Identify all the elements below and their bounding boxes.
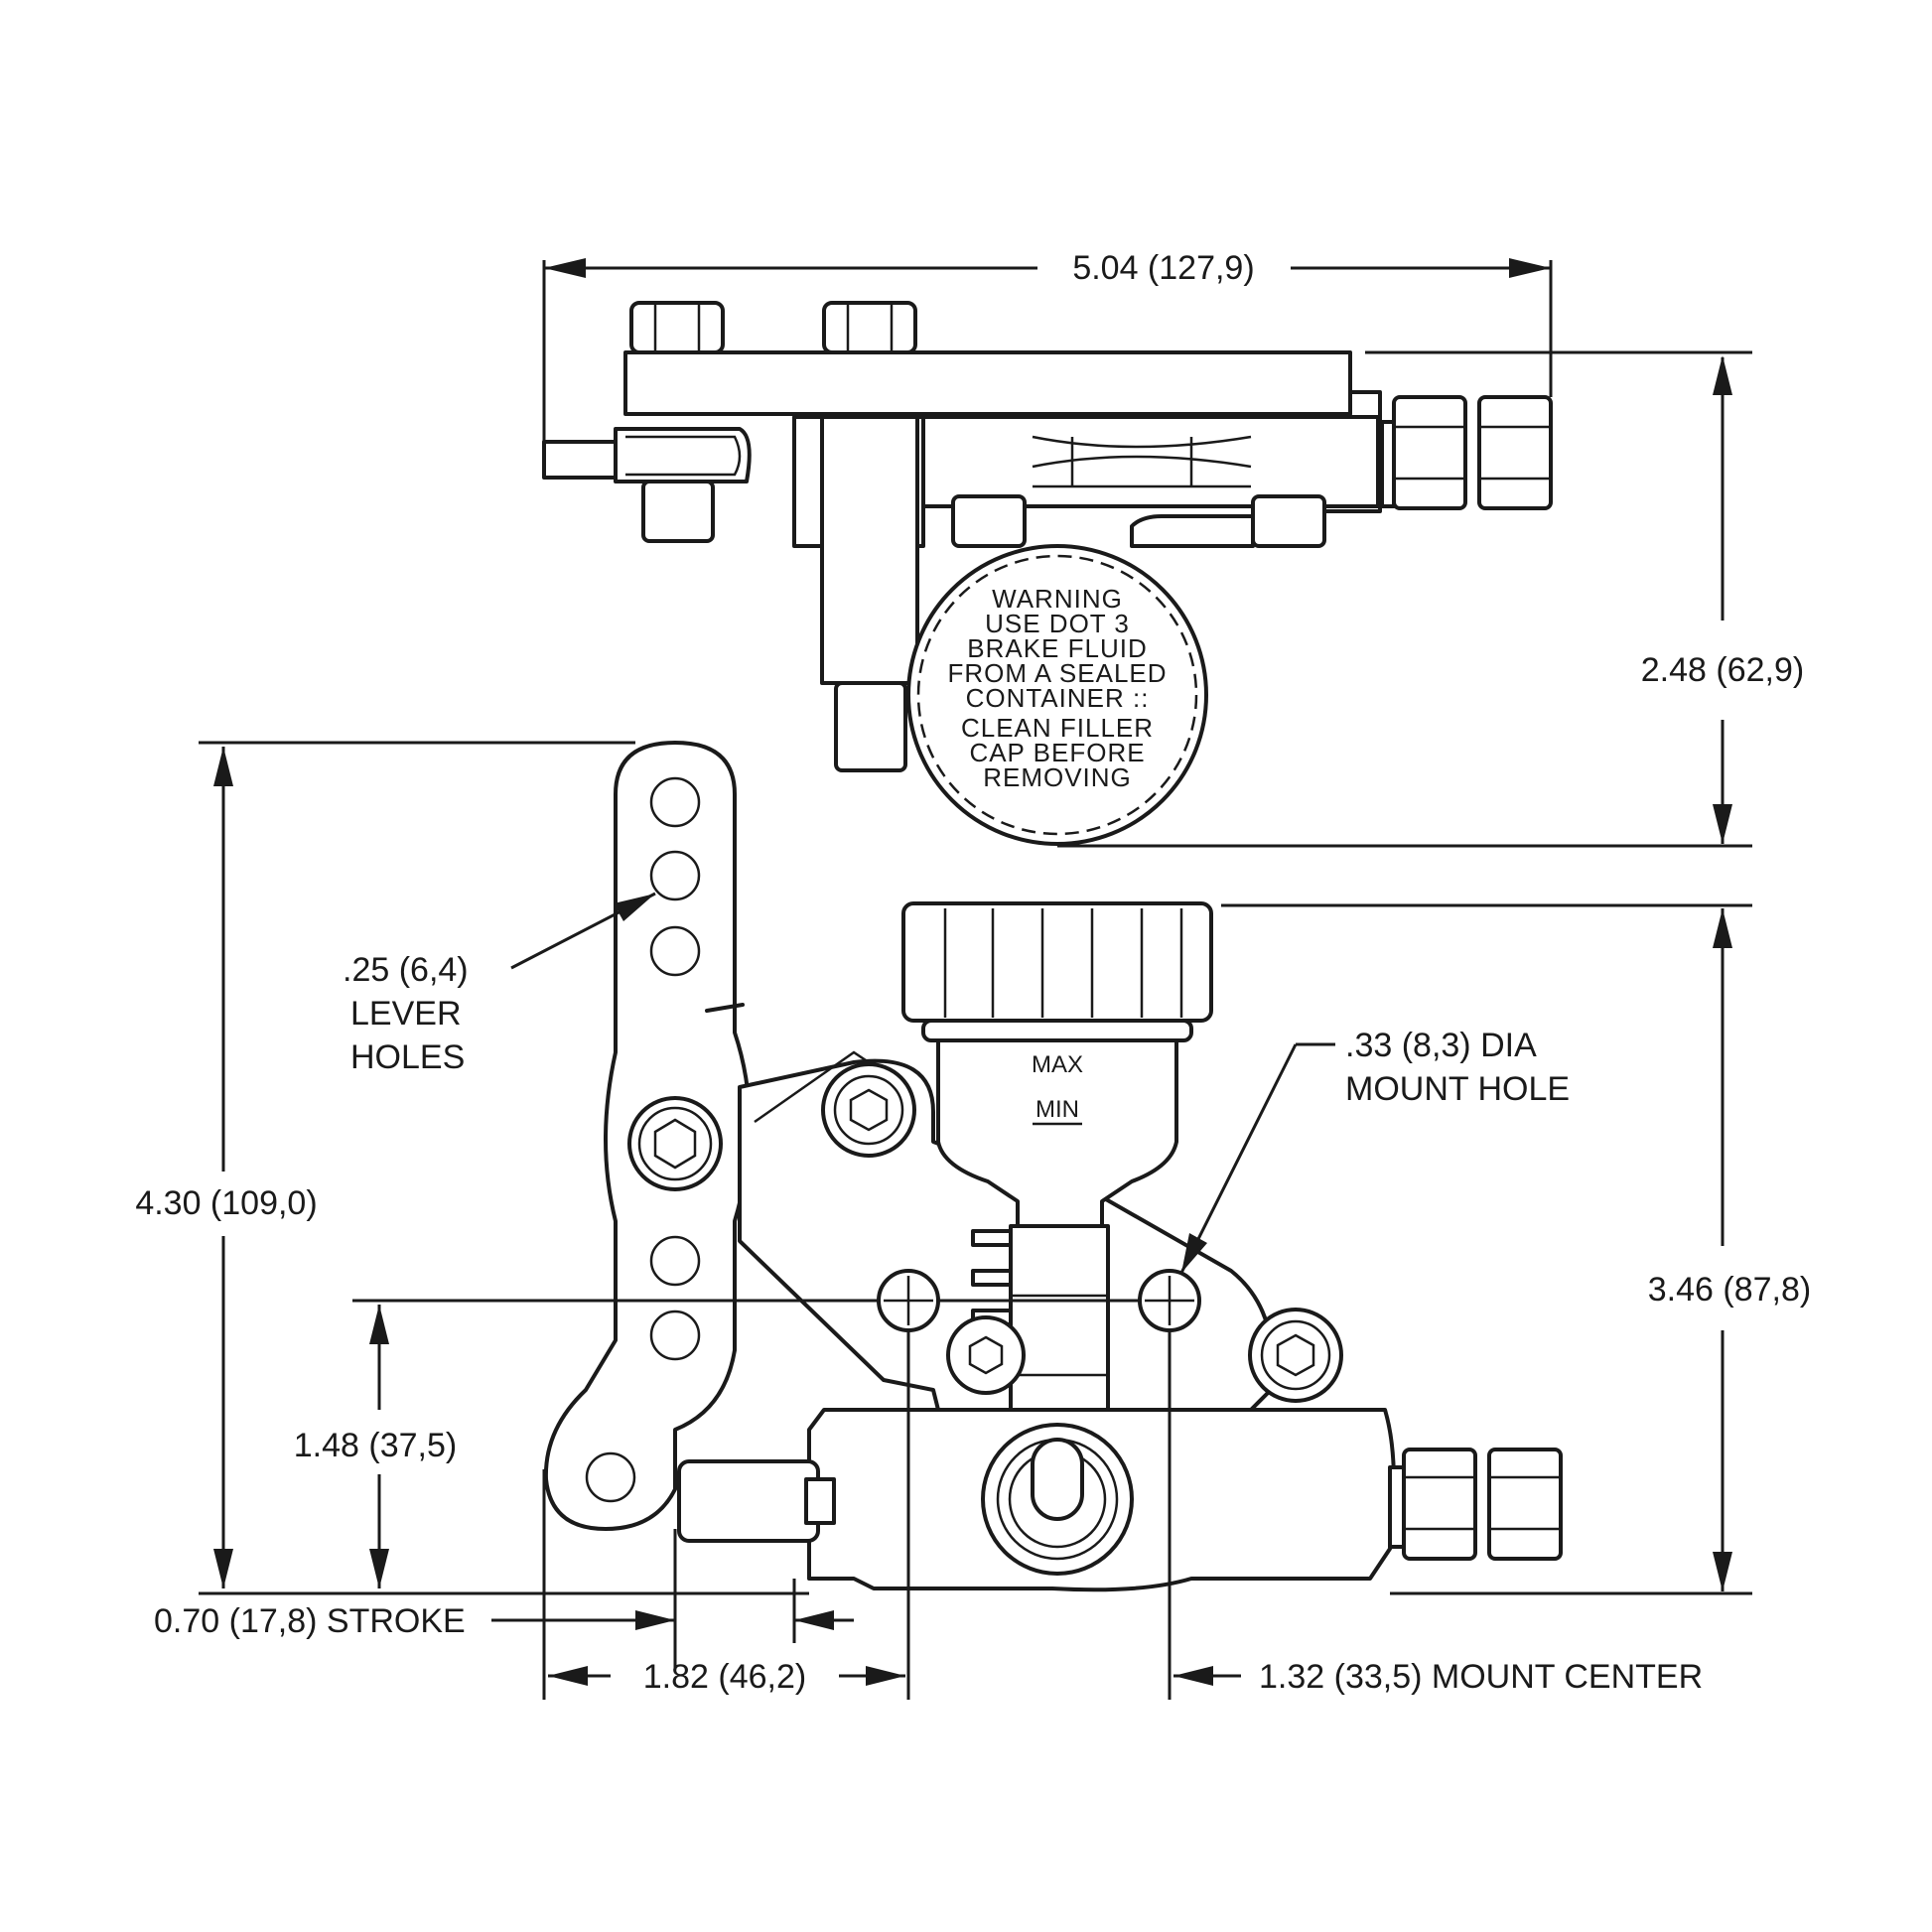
bolt-left — [641, 480, 715, 543]
top-body-block — [919, 415, 1380, 508]
cap-warning-7: CAP BEFORE — [969, 738, 1145, 767]
side-fitting-1 — [1402, 1448, 1477, 1561]
reservoir-max: MAX — [1032, 1051, 1083, 1078]
dim-lever-offset: 1.82 (46,2) — [643, 1658, 806, 1696]
shaft — [820, 415, 919, 685]
dimension-lines: 5.04 (127,9) 2.48 (62,9) 3.46 (87,8) 4.3… — [135, 249, 1811, 1700]
clevis — [614, 427, 752, 483]
pivot-bolt — [627, 1096, 723, 1191]
callout-holes-word: HOLES — [350, 1038, 465, 1076]
nut-left — [629, 301, 725, 354]
bolt-right — [1251, 494, 1326, 548]
lever-pin — [705, 1003, 745, 1013]
dim-overall-width: 5.04 (127,9) — [1072, 249, 1254, 287]
lever-hole-3 — [649, 925, 701, 977]
cap-warning-3: BRAKE FLUID — [967, 633, 1148, 663]
port-tube — [1031, 1438, 1084, 1521]
dim-mount-center: 1.32 (33,5) MOUNT CENTER — [1259, 1658, 1703, 1696]
dim-mount-height: 1.48 (37,5) — [294, 1427, 457, 1464]
fitting-nut-1 — [1392, 395, 1467, 510]
side-pushrod — [677, 1459, 820, 1543]
callout-mount-dia: .33 (8,3) DIA — [1345, 1027, 1537, 1064]
side-view: MAX MIN — [543, 741, 1563, 1592]
side-fitting-2 — [1487, 1448, 1563, 1561]
cap-warning-4: FROM A SEALED — [947, 658, 1167, 688]
bolt-mid — [951, 494, 1027, 548]
cap-warning-1: WARNING — [992, 584, 1123, 614]
reservoir-cap — [906, 544, 1208, 846]
reservoir-cap-side — [901, 901, 1213, 1023]
stem-bolt — [946, 1315, 1026, 1395]
top-view: WARNING USE DOT 3 BRAKE FLUID FROM A SEA… — [542, 301, 1553, 846]
callout-lever-size: .25 (6,4) — [343, 951, 469, 989]
pushrod-boot — [804, 1477, 836, 1525]
dim-top-height: 2.48 (62,9) — [1641, 651, 1804, 689]
cap-warning-6: CLEAN FILLER — [961, 713, 1154, 743]
shaft-bolt — [834, 681, 907, 772]
mounting-plate — [623, 350, 1352, 416]
dim-stroke: 0.70 (17,8) STROKE — [154, 1602, 466, 1640]
link-bolt-right — [1248, 1308, 1343, 1403]
lever-hole-2 — [649, 850, 701, 901]
lever-hole-5 — [649, 1310, 701, 1361]
lever-hole-6 — [585, 1451, 636, 1503]
nut-right — [822, 301, 917, 354]
lever-hole-4 — [649, 1235, 701, 1287]
link-bolt-upper — [821, 1062, 916, 1158]
cap-warning-2: USE DOT 3 — [985, 609, 1130, 638]
cap-neck — [1130, 514, 1255, 548]
reservoir-min: MIN — [1035, 1096, 1079, 1123]
cap-warning-5: CONTAINER :: — [966, 683, 1150, 713]
callout-lever-word: LEVER — [350, 995, 462, 1033]
pushrod-end — [542, 440, 627, 480]
fitting-nut-2 — [1477, 395, 1553, 510]
dim-body-height: 3.46 (87,8) — [1648, 1271, 1811, 1309]
dim-total-height: 4.30 (109,0) — [135, 1184, 317, 1222]
reservoir-ring — [921, 1019, 1193, 1042]
callout-mount-hole: MOUNT HOLE — [1345, 1070, 1570, 1108]
cap-warning-8: REMOVING — [983, 762, 1132, 792]
lever-hole-1 — [649, 776, 701, 828]
